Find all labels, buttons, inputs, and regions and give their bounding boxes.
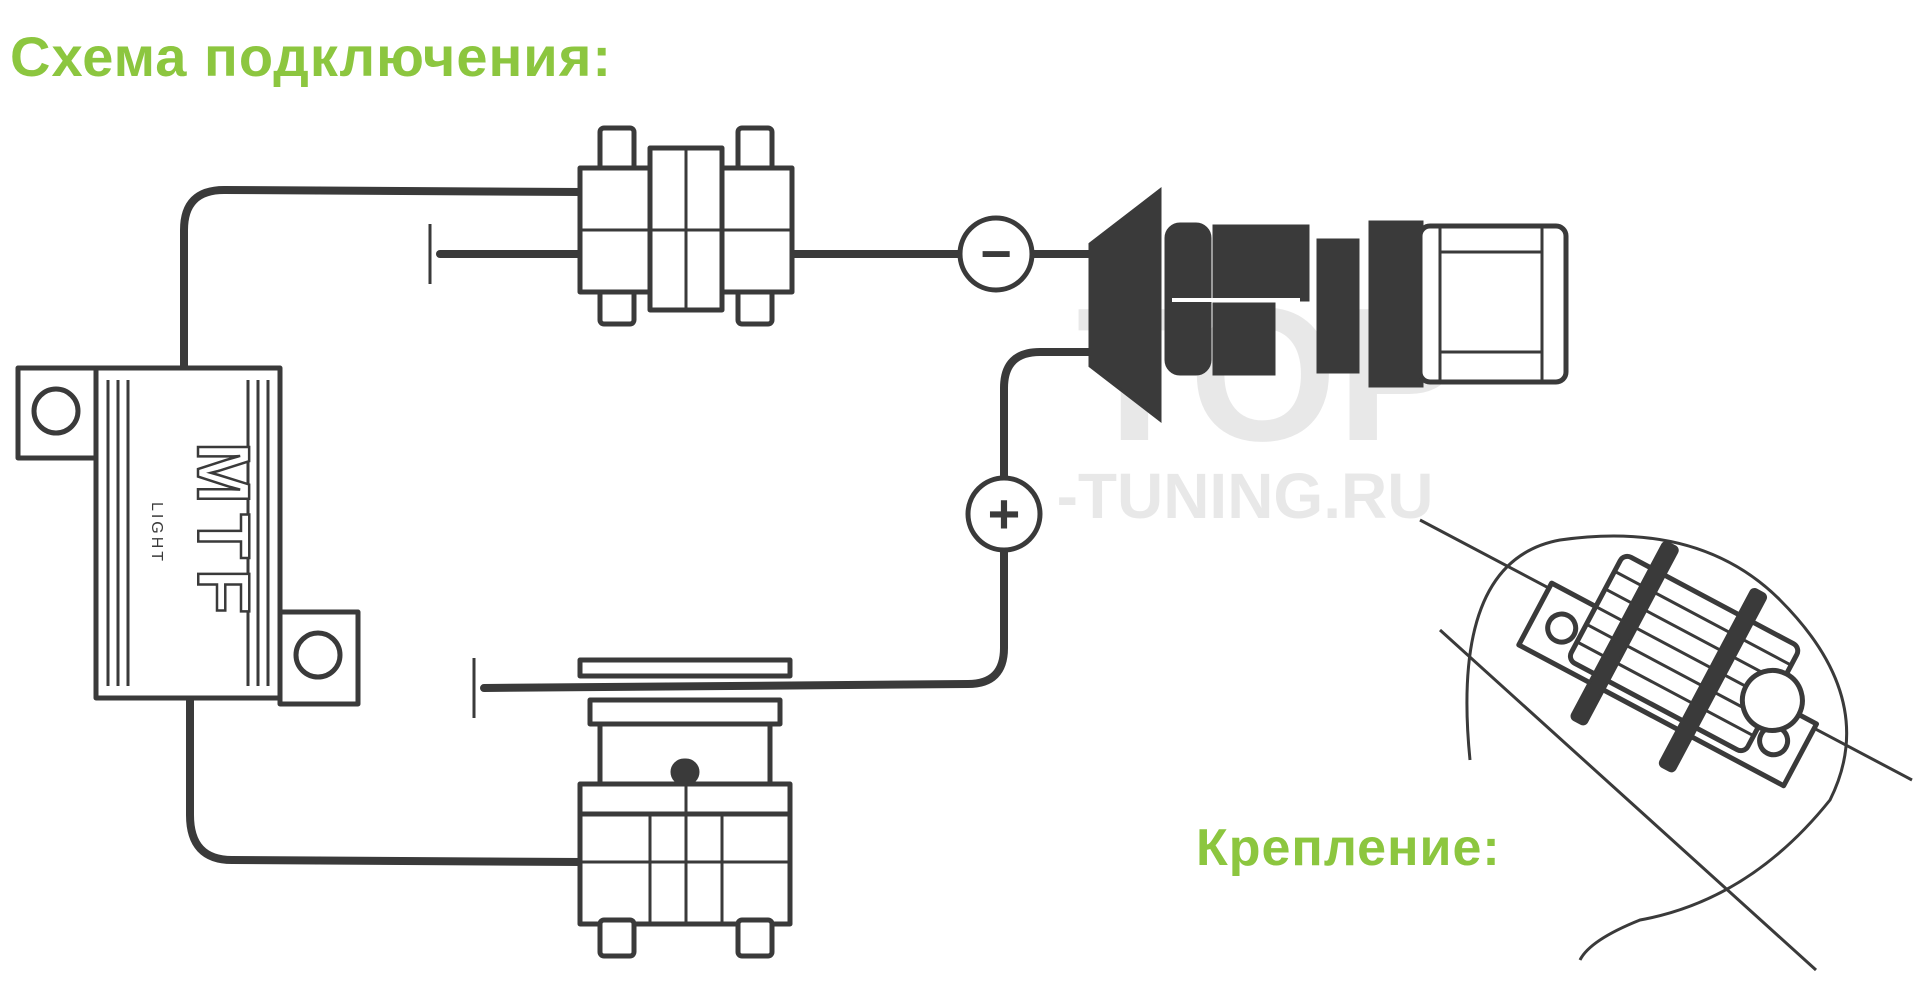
connector-bottom-plate (587, 697, 783, 727)
logo-brand: MTF (182, 442, 265, 624)
mount-harness-line-2 (1438, 628, 1818, 972)
connector-bottom-tab-2 (735, 917, 775, 959)
connector-top-split (580, 148, 792, 310)
lamp-spacer (1316, 238, 1360, 374)
connector-top (577, 125, 795, 327)
positive-marker: + (965, 475, 1043, 553)
lamp-cap (1417, 223, 1569, 385)
lamp-cap-lines (1438, 226, 1544, 382)
connector-top-tab-1 (597, 125, 637, 175)
resistor-hole-right (293, 630, 343, 680)
mount-resistor-end (1739, 667, 1805, 733)
mount-resistor-fins (1576, 569, 1792, 738)
resistor-fins (106, 380, 270, 686)
connector-bottom-neck (597, 721, 773, 787)
connector-bottom-latch (670, 758, 700, 786)
lamp-ring (1368, 220, 1424, 388)
mount-cable-tie-2 (1658, 588, 1768, 773)
wire-positive-to-bottom (480, 546, 1008, 692)
diagram-title: Схема подключения: (10, 25, 613, 88)
mounting-title: Крепление: (1196, 819, 1501, 877)
lamp-base (1088, 186, 1569, 424)
mounting-illustration (1419, 518, 1913, 972)
wire-resistor-bottom (186, 696, 586, 866)
positive-symbol: + (988, 482, 1021, 545)
connector-bottom-plate-top (577, 657, 793, 679)
mtf-logo: MTF LIGHT (148, 441, 266, 626)
connector-bottom-split (580, 784, 790, 924)
mount-hole-left (1545, 611, 1579, 645)
resistor-hole-left (31, 386, 81, 436)
negative-marker: − (957, 215, 1035, 293)
mount-resistor (1516, 541, 1820, 789)
connector-bottom (577, 657, 793, 959)
mount-wire-loop (1465, 534, 1849, 961)
connector-bottom-tab-1 (597, 917, 637, 959)
positive-circle (965, 475, 1043, 553)
lamp-flange (1088, 186, 1162, 424)
wires (180, 186, 1094, 866)
watermark-site: -TUNING.RU (1057, 460, 1434, 532)
wire-resistor-top (180, 186, 586, 372)
wire-lamp-to-positive (1000, 348, 1094, 482)
connector-top-tab-2 (735, 125, 775, 175)
lamp-socket-upper (1212, 224, 1310, 302)
negative-symbol: − (980, 224, 1012, 284)
mount-cable-tie-1 (1570, 541, 1679, 726)
lamp-socket-lower (1212, 302, 1276, 376)
negative-circle (957, 215, 1035, 293)
logo-sub: LIGHT (148, 502, 165, 564)
load-resistor: MTF LIGHT (15, 365, 361, 707)
